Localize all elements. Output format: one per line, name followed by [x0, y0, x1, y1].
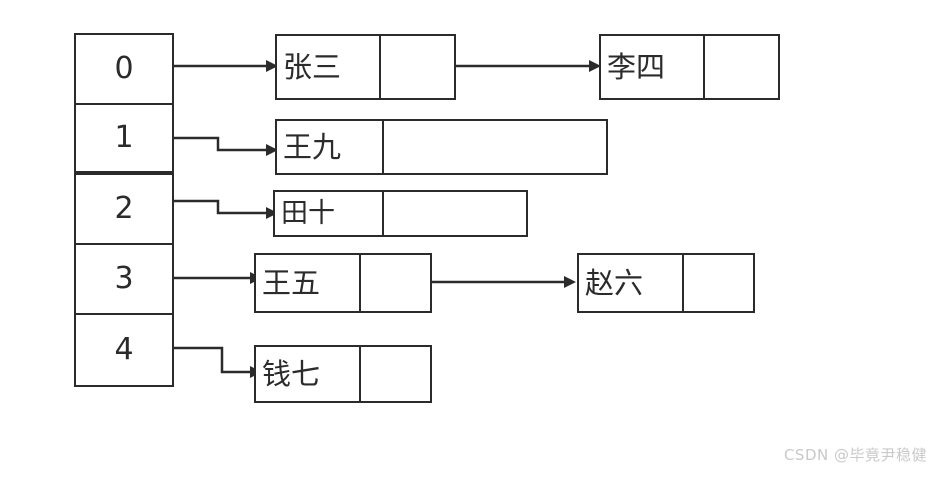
node-wangjiu: 王九 — [275, 119, 608, 175]
bucket-cell-1: 1 — [76, 105, 172, 175]
bucket-cell-4: 4 — [76, 315, 172, 385]
bucket-cell-2: 2 — [76, 175, 172, 245]
arrow-bucket-4-to-node — [174, 340, 264, 382]
bucket-array: 0 1 2 3 4 — [74, 33, 174, 387]
node-data-cell: 田十 — [275, 192, 384, 235]
node-lisi: 李四 — [599, 34, 780, 100]
arrow-bucket-1-to-node — [174, 132, 280, 162]
node-data-cell: 王五 — [256, 255, 361, 311]
node-pointer-cell — [705, 36, 778, 98]
arrow-node-zhangsan-to-lisi — [455, 56, 603, 76]
bucket-index-label: 1 — [114, 120, 134, 155]
node-pointer-cell — [384, 192, 526, 235]
node-data-cell: 王九 — [277, 121, 384, 173]
bucket-index-label: 2 — [114, 191, 134, 226]
node-zhangsan: 张三 — [275, 34, 456, 100]
bucket-index-label: 4 — [114, 332, 134, 367]
arrow-bucket-2-to-node — [174, 195, 280, 225]
node-pointer-cell — [684, 255, 753, 311]
bucket-cell-3: 3 — [76, 245, 172, 315]
bucket-cell-0: 0 — [76, 35, 172, 105]
node-pointer-cell — [361, 255, 430, 311]
node-data-cell: 张三 — [277, 36, 381, 98]
csdn-watermark: CSDN @毕竟尹稳健 — [783, 446, 927, 464]
node-wangwu: 王五 — [254, 253, 432, 313]
node-pointer-cell — [361, 347, 430, 401]
node-data-cell: 钱七 — [256, 347, 361, 401]
arrow-node-wangwu-to-zhaoliu — [432, 272, 578, 292]
node-pointer-cell — [384, 121, 606, 173]
node-tianshi: 田十 — [273, 190, 528, 237]
node-data-cell: 李四 — [601, 36, 705, 98]
arrow-bucket-3-to-node — [174, 268, 264, 288]
bucket-index-label: 0 — [114, 51, 134, 86]
node-qianqi: 钱七 — [254, 345, 432, 403]
node-zhaoliu: 赵六 — [577, 253, 755, 313]
node-data-cell: 赵六 — [579, 255, 684, 311]
arrow-bucket-0-to-node — [174, 56, 280, 76]
bucket-index-label: 3 — [114, 261, 134, 296]
node-pointer-cell — [381, 36, 454, 98]
